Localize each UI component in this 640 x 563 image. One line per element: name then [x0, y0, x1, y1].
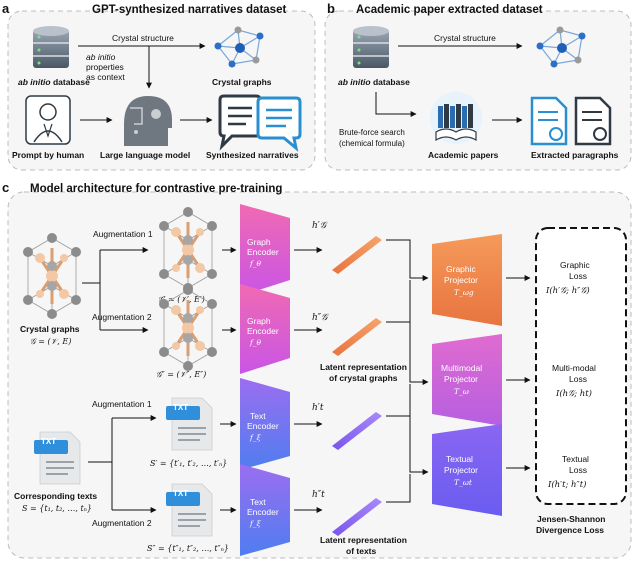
graphic-loss-label-2: Loss [569, 271, 587, 281]
panel-c-txt-aug1: TXT [173, 403, 188, 412]
svg-text:Graphic: Graphic [446, 264, 477, 274]
panel-b-title: Academic paper extracted dataset [356, 4, 543, 16]
panel-b-bruteforce-1: Brute-force search [339, 128, 405, 137]
database-icon [352, 25, 390, 69]
graphic-loss-formula: I(h′𝒢; h″𝒢) [545, 285, 590, 296]
graph-encoder-2: Graph Encoder f_θ [240, 284, 290, 374]
svg-text:Text: Text [250, 497, 266, 507]
panel-c-h-g2: h″𝒢 [312, 313, 329, 323]
panel-a-prompt-by-human: Prompt by human [12, 150, 84, 160]
svg-text:Graph: Graph [247, 316, 271, 326]
textual-loss-formula: I(h′t; h″t) [547, 479, 586, 490]
textual-loss-label-2: Loss [569, 465, 587, 475]
panel-c-latent-graphs-1: Latent representation [320, 362, 407, 372]
speech-bubble-icon [218, 94, 302, 152]
losses-box [535, 227, 627, 505]
panel-c-txt-main: TXT [41, 437, 56, 446]
svg-text:Textual: Textual [446, 454, 473, 464]
svg-text:Encoder: Encoder [247, 326, 279, 336]
svg-text:Encoder: Encoder [247, 507, 279, 517]
latent-text-bar-1 [332, 412, 382, 450]
panel-c-aug1-text: Augmentation 1 [92, 399, 152, 409]
panel-b-crystal-structure: Crystal structure [434, 33, 496, 43]
panel-c-corresponding: Corresponding texts [14, 491, 97, 501]
panel-b-letter: b [327, 1, 335, 16]
panel-c-aug2-graph: Augmentation 2 [92, 312, 152, 322]
svg-text:Projector: Projector [444, 374, 478, 384]
svg-text:f_ξ: f_ξ [249, 519, 262, 528]
svg-text:T_ωg: T_ωg [454, 288, 474, 297]
latent-graph-bar-2 [332, 318, 382, 356]
svg-text:Projector: Projector [444, 465, 478, 475]
svg-text:f_θ: f_θ [249, 338, 262, 347]
svg-text:Encoder: Encoder [247, 247, 279, 257]
panel-c-latent-texts-1: Latent representation [320, 535, 407, 545]
panel-c-latent-texts-2: of texts [346, 546, 377, 556]
panel-c-g-prime: 𝒢′ = (𝒱′, E′) [158, 295, 205, 304]
panel-c-letter: c [2, 180, 9, 195]
multimodal-projector: Multimodal Projector T_ω [432, 334, 502, 426]
panel-c-g-def: 𝒢 = (𝒱, E) [30, 337, 71, 346]
panel-a-crystal-structure: Crystal structure [112, 33, 174, 43]
svg-text:f_ξ: f_ξ [249, 433, 262, 442]
panel-a-synthesized: Synthesized narratives [206, 150, 299, 160]
svg-text:Projector: Projector [444, 275, 478, 285]
document-search-icon [530, 96, 612, 146]
books-icon [430, 92, 482, 144]
panel-c-latent-graphs-2: of crystal graphs [329, 373, 398, 383]
arrow-bruteforce [375, 92, 417, 117]
svg-text:Graph: Graph [247, 237, 271, 247]
panel-a-llm: Large language model [100, 150, 190, 160]
panel-a-crystal-graphs: Crystal graphs [212, 77, 272, 87]
multimodal-loss-label-2: Loss [569, 374, 587, 384]
panel-a-letter: a [2, 1, 10, 16]
latent-graph-bar-1 [332, 236, 382, 274]
panel-c-title: Model architecture for contrastive pre-t… [30, 183, 282, 195]
robot-icon [124, 96, 172, 146]
panel-a-title: GPT-synthesized narratives dataset [92, 4, 286, 16]
graphic-loss-label-1: Graphic [560, 260, 591, 270]
database-icon [32, 25, 70, 69]
svg-text:Text: Text [250, 411, 266, 421]
panel-c-aug1-graph: Augmentation 1 [93, 229, 153, 239]
panel-c-h-t2: h″t [312, 490, 325, 500]
panel-b-bruteforce-2: (chemical formula) [339, 139, 405, 148]
js-loss-label-1: Jensen-Shannon [537, 514, 605, 524]
textual-loss-label-1: Textual [562, 454, 589, 464]
svg-text:T_ω: T_ω [454, 387, 469, 396]
panel-b-extracted: Extracted paragraphs [531, 150, 619, 160]
panel-c-s-prime: S′ = {t′₁, t′₂, …, t′ₙ} [150, 459, 227, 468]
graphic-projector: Graphic Projector T_ωg [432, 234, 502, 326]
svg-text:Encoder: Encoder [247, 421, 279, 431]
panel-a-properties-2: properties [86, 62, 124, 72]
svg-text:Multimodal: Multimodal [441, 363, 482, 373]
text-encoder-1: Text Encoder f_ξ [240, 378, 290, 470]
js-loss-label-2: Divergence Loss [536, 525, 604, 535]
panel-c-s-def: S = {t₁, t₂, …, tₙ} [22, 504, 92, 513]
panel-c-s-dprime: S″ = {t″₁, t″₂, …, t″ₙ} [147, 544, 229, 553]
panel-c-aug2-text: Augmentation 2 [92, 518, 152, 528]
panel-c-g-dprime: 𝒢″ = (𝒱″, E″) [156, 370, 206, 379]
panel-b-database-label: ab initio database [338, 77, 410, 87]
panel-c-txt-aug2: TXT [173, 489, 188, 498]
panel-c-h-g1: h′𝒢 [312, 221, 328, 231]
textual-projector: Textual Projector T_ωt [432, 424, 502, 516]
graph-encoder-1: Graph Encoder f_θ [240, 204, 290, 296]
multimodal-loss-formula: I(h𝒢; ht) [555, 388, 592, 399]
panel-a-properties-3: as context [86, 72, 125, 82]
svg-text:T_ωt: T_ωt [454, 478, 473, 487]
panel-c-crystal-graphs: Crystal graphs [20, 324, 80, 334]
svg-text:f_θ: f_θ [249, 259, 262, 268]
human-icon [25, 95, 71, 145]
panel-b-academic-papers: Academic papers [428, 150, 499, 160]
multimodal-loss-label-1: Multi-modal [552, 363, 596, 373]
latent-text-bar-2 [332, 498, 382, 536]
panel-c-h-t1: h′t [312, 403, 324, 413]
panel-a-properties-1: ab initio [86, 52, 116, 62]
panel-a-database-label: ab initio database [18, 77, 90, 87]
text-encoder-2: Text Encoder f_ξ [240, 464, 290, 556]
